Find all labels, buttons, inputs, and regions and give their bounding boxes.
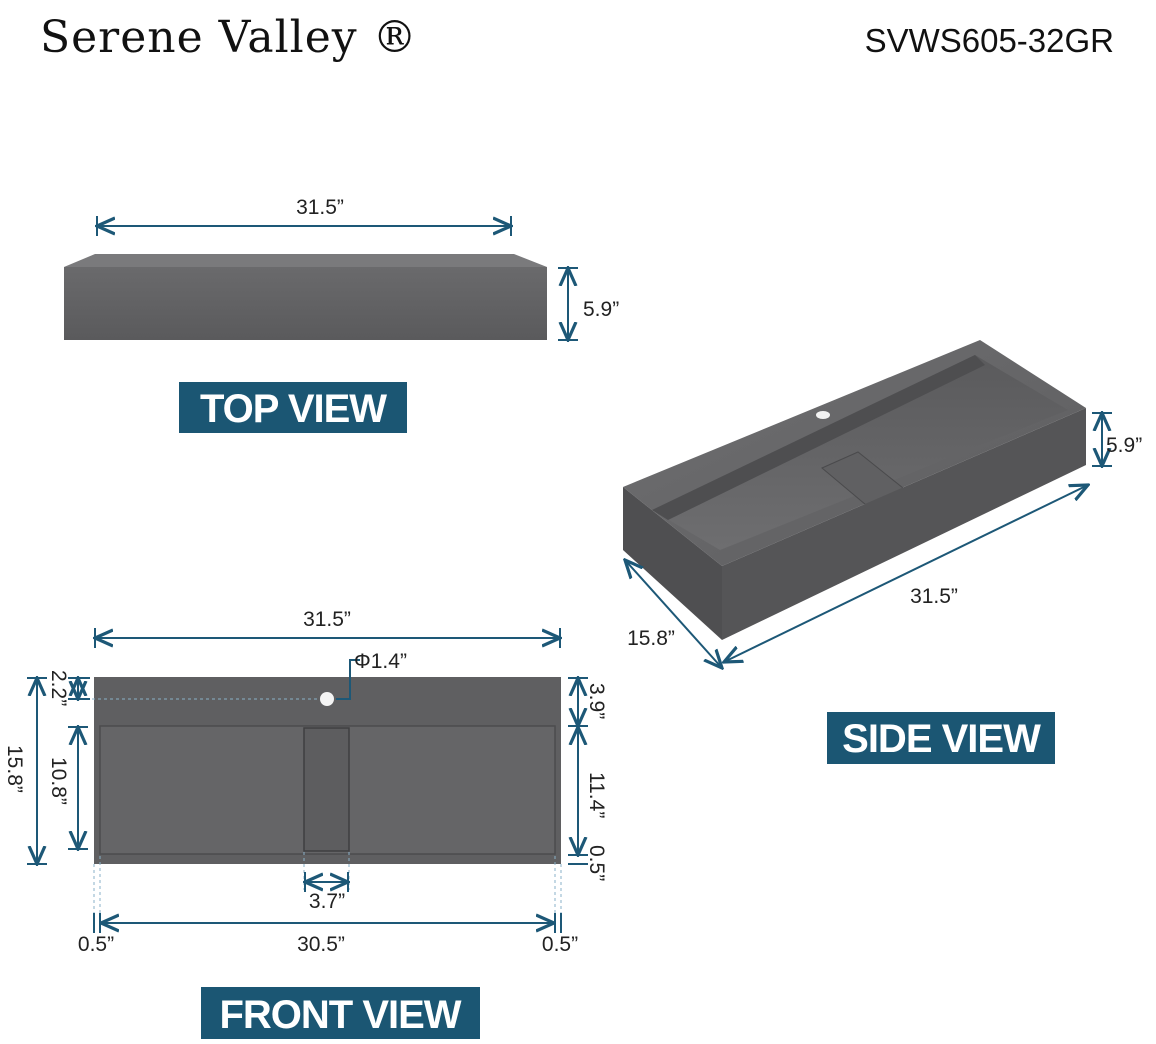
side-depth-dimension xyxy=(625,560,722,668)
front-view-title: FRONT VIEW xyxy=(219,993,461,1037)
top-view-rim xyxy=(64,254,547,267)
side-view: 5.9” 31.5” 15.8” SIDE VIEW xyxy=(623,340,1142,764)
top-view-title: TOP VIEW xyxy=(200,387,387,431)
basin-depth-label: 10.8” xyxy=(47,757,70,805)
inner-width-label: 30.5” xyxy=(297,933,345,956)
front-view-drain-channel xyxy=(303,727,350,852)
model-number: SVWS605-32GR xyxy=(865,22,1114,59)
drain-width-label: 3.7” xyxy=(309,890,345,913)
side-view-badge xyxy=(827,712,1055,764)
hole-offset-label: 2.2” xyxy=(47,670,70,706)
side-depth-label: 15.8” xyxy=(627,627,675,650)
front-view: 31.5” Φ1.4” 2.2” 15.8” 10.8” 3.9” xyxy=(3,608,608,1039)
front-depth-label: 15.8” xyxy=(3,745,26,793)
right-wall-label: 0.5” xyxy=(542,933,578,956)
front-view-badge xyxy=(201,987,480,1039)
side-length-label: 31.5” xyxy=(910,585,958,608)
top-width-label: 31.5” xyxy=(296,196,344,219)
brand-logo: Serene Valley ® xyxy=(40,12,418,63)
faucet-hole-leader xyxy=(336,659,360,700)
side-height-label: 5.9” xyxy=(1106,434,1142,457)
back-ledge-label: 3.9” xyxy=(585,683,608,719)
top-view-sink-body xyxy=(64,267,547,340)
side-length-dimension xyxy=(724,485,1088,662)
side-view-title: SIDE VIEW xyxy=(842,717,1041,761)
top-height-label: 5.9” xyxy=(583,298,619,321)
front-width-label: 31.5” xyxy=(303,608,351,631)
side-view-faucet-hole xyxy=(816,411,830,419)
front-view-faucet-hole xyxy=(320,692,334,706)
left-wall-label: 0.5” xyxy=(78,933,114,956)
front-lip-label: 0.5” xyxy=(585,845,608,881)
top-view: 31.5” 5.9” TOP VIEW xyxy=(64,196,619,433)
faucet-hole-label: Φ1.4” xyxy=(354,650,407,673)
basin-length-label: 11.4” xyxy=(585,772,608,818)
top-view-badge xyxy=(179,382,407,433)
